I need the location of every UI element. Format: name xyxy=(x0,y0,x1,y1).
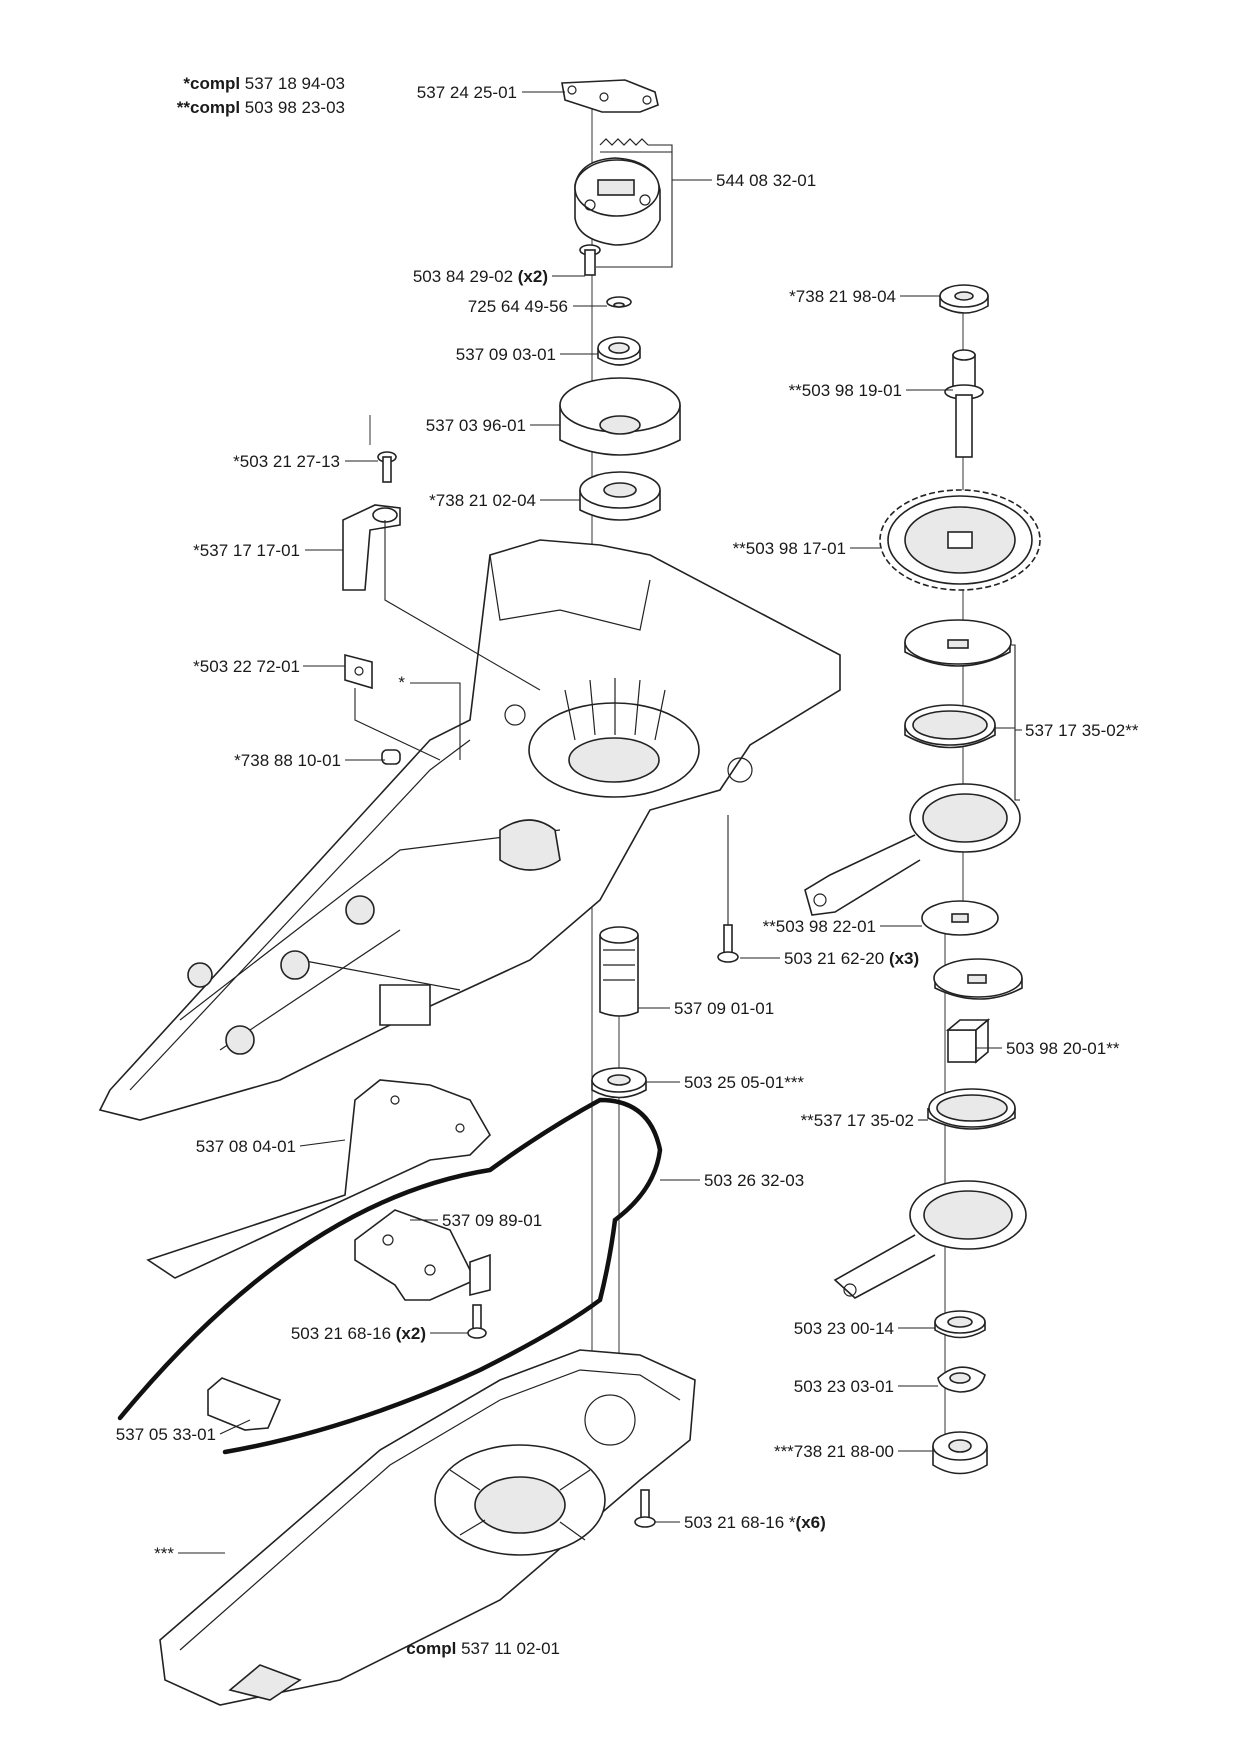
plate-537-08-04-part xyxy=(146,1079,491,1279)
drum-537-03-96-part xyxy=(559,377,681,456)
label-503-98-20-01: 503 98 20-01** xyxy=(1006,1039,1120,1058)
label-537-17-35-02-upper: 537 17 35-02** xyxy=(1025,721,1139,740)
label-738-21-98-04: *738 21 98-04 xyxy=(789,287,896,306)
disc-537-17-35-part xyxy=(904,619,1012,667)
compl-note-2: **compl 503 98 23-03 xyxy=(177,98,345,117)
washer-503-23-00-part xyxy=(934,1310,986,1339)
label-738-21-02-04: *738 21 02-04 xyxy=(429,491,536,510)
label-503-23-00-14: 503 23 00-14 xyxy=(794,1319,894,1338)
clip-503-22-72-part xyxy=(344,653,373,690)
label-503-98-17-01: **503 98 17-01 xyxy=(733,539,846,558)
label-503-84-29-02: 503 84 29-02 (x2) xyxy=(413,267,548,286)
screw-503-84-29-part xyxy=(579,244,601,276)
label-537-03-96-01: 537 03 96-01 xyxy=(426,416,526,435)
label-star3: *** xyxy=(154,1544,174,1563)
label-537-24-25-01: 537 24 25-01 xyxy=(417,83,517,102)
label-537-09-01-01: 537 09 01-01 xyxy=(674,999,774,1018)
bearing-503-25-05-part xyxy=(591,1067,647,1099)
label-503-25-05-01: 503 25 05-01*** xyxy=(684,1073,804,1092)
plate-537-24-25-part xyxy=(561,79,659,113)
label-537-17-35-02-lower: **537 17 35-02 xyxy=(801,1111,914,1130)
gear-503-98-17-part xyxy=(879,489,1041,591)
compl-note-1: *compl 537 18 94-03 xyxy=(183,74,345,93)
label-738-88-10-01: *738 88 10-01 xyxy=(234,751,341,770)
screw-503-21-68-x6-part xyxy=(634,1489,656,1528)
label-537-17-17-01: *537 17 17-01 xyxy=(193,541,300,560)
screw-503-21-68-part xyxy=(467,1304,487,1339)
clip-537-05-33-part xyxy=(207,1377,282,1431)
screw-503-21-62-part xyxy=(717,924,739,963)
label-star: * xyxy=(398,673,405,692)
washer-503-98-22-part xyxy=(921,900,999,936)
belt-503-26-32-part xyxy=(117,1097,663,1455)
label-503-21-68-16-x2: 503 21 68-16 (x2) xyxy=(291,1324,426,1343)
label-503-26-32-03: 503 26 32-03 xyxy=(704,1171,804,1190)
label-537-05-33-01: 537 05 33-01 xyxy=(116,1425,216,1444)
label-544-08-32-01: 544 08 32-01 xyxy=(716,171,816,190)
label-503-98-22-01: **503 98 22-01 xyxy=(763,917,876,936)
bearing-738-21-98-part xyxy=(939,284,989,314)
pinion-537-09-01-part xyxy=(599,926,639,1017)
label-537-08-04-01: 537 08 04-01 xyxy=(196,1137,296,1156)
label-503-21-68-16-x6: 503 21 68-16 *(x6) xyxy=(684,1513,826,1532)
shaft-503-98-19-part xyxy=(944,349,984,458)
bracket-537-09-89-part xyxy=(354,1209,491,1301)
lever-537-17-17-part xyxy=(342,504,401,591)
arm-lower-part xyxy=(833,1180,1027,1299)
label-738-21-88-00: ***738 21 88-00 xyxy=(774,1442,894,1461)
washer-503-23-03-part xyxy=(937,1366,986,1393)
eccentric-disc-part xyxy=(933,958,1023,1000)
label-537-09-89-01: 537 09 89-01 xyxy=(442,1211,542,1230)
arm-upper-part xyxy=(804,783,1021,916)
label-725-64-49-56: 725 64 49-56 xyxy=(468,297,568,316)
label-503-22-72-01: *503 22 72-01 xyxy=(193,657,300,676)
leader-lines xyxy=(178,91,1022,1554)
label-503-21-27-13: *503 21 27-13 xyxy=(233,452,340,471)
plug-738-88-10-part xyxy=(381,749,401,765)
screw-503-21-27-part xyxy=(377,451,397,483)
needle-bearing-537-17-35-part xyxy=(904,704,996,749)
block-503-98-20-part xyxy=(945,1018,991,1064)
spring-544-08-32-part xyxy=(599,138,649,146)
gear-cover-part xyxy=(159,1349,696,1706)
label-537-09-03-01: 537 09 03-01 xyxy=(456,345,556,364)
label-503-23-03-01: 503 23 03-01 xyxy=(794,1377,894,1396)
part-labels: 537 24 25-01 544 08 32-01 503 84 29-02 (… xyxy=(116,83,1139,1563)
label-503-98-19-01: **503 98 19-01 xyxy=(789,381,902,400)
cam-block-544-08-32-part xyxy=(574,157,661,246)
washer-537-09-03-part xyxy=(597,336,641,366)
label-503-21-62-20: 503 21 62-20 (x3) xyxy=(784,949,919,968)
screw-725-64-49-part xyxy=(606,296,632,308)
gear-housing-part xyxy=(98,539,841,1121)
needle-bearing-537-17-35-lower-part xyxy=(927,1088,1016,1130)
bearing-738-21-88-part xyxy=(932,1431,988,1475)
bearing-738-21-02-part xyxy=(579,471,661,521)
